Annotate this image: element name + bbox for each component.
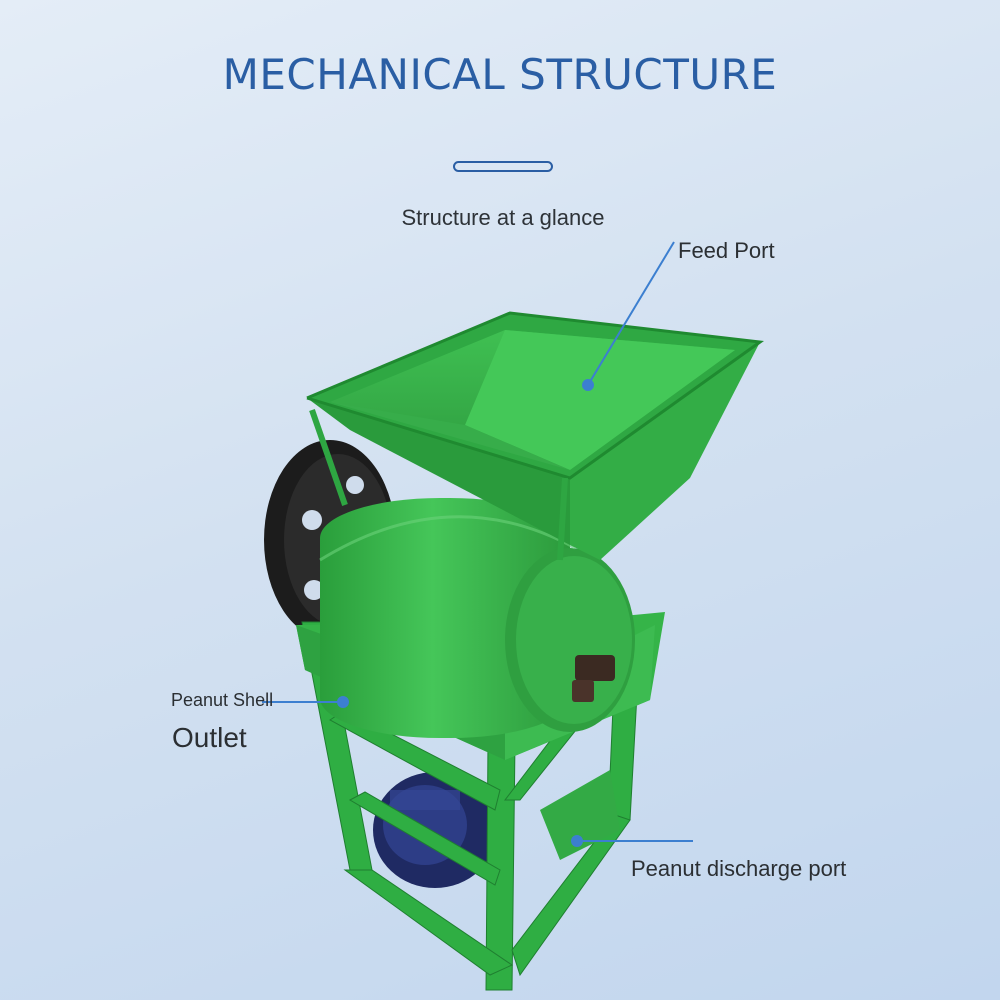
- shell-outlet-dot: [337, 696, 349, 708]
- drum: [319, 498, 635, 738]
- discharge-dot: [571, 835, 583, 847]
- feed-port-label: Feed Port: [678, 238, 775, 263]
- page-title: MECHANICAL STRUCTURE: [222, 50, 778, 99]
- page-subtitle: Structure at a glance: [401, 205, 605, 230]
- discharge-port-label: Peanut discharge port: [631, 856, 847, 881]
- outlet-label: Outlet: [172, 722, 247, 753]
- frame: [301, 621, 641, 991]
- leader-lines: [262, 241, 693, 847]
- feed-port-dot: [582, 379, 594, 391]
- discharge-chute: [540, 770, 620, 860]
- hopper: [306, 311, 765, 561]
- title-divider: [453, 161, 553, 172]
- feed-port-leader: [587, 241, 675, 386]
- peanut-shell-label: Peanut Shell: [171, 690, 274, 710]
